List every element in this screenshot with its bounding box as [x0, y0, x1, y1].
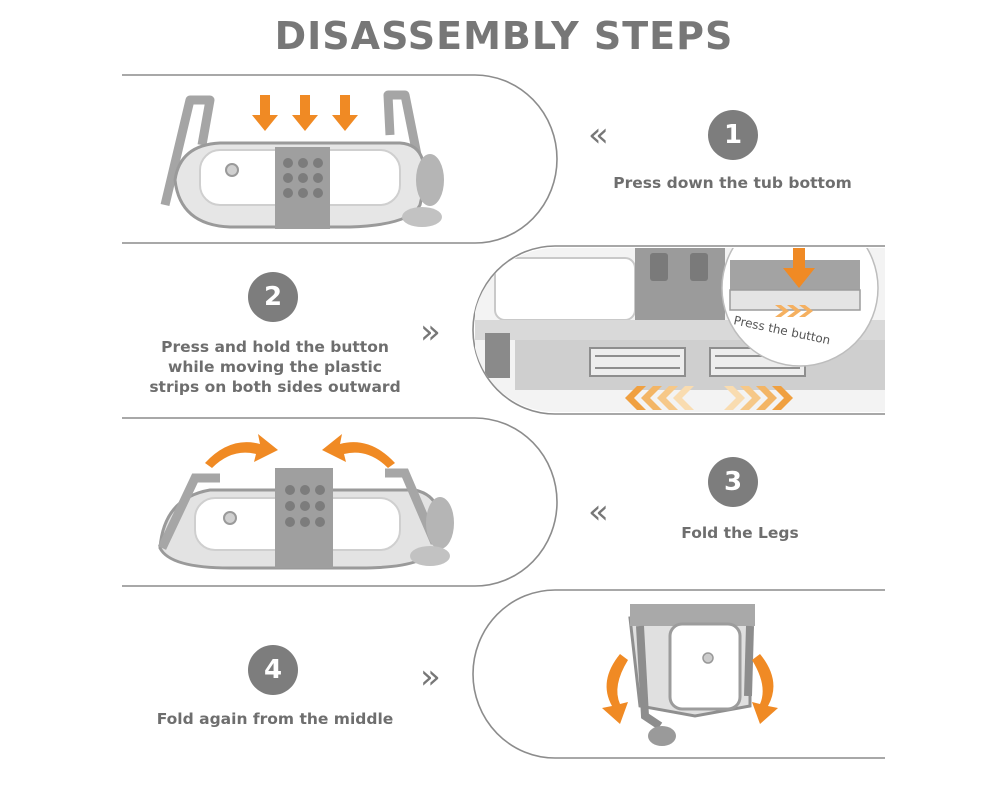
chevron-right-icon: » — [420, 312, 441, 352]
page-title: DISASSEMBLY STEPS — [274, 14, 734, 58]
curved-arrows-icon — [205, 434, 395, 468]
step-2-caption-line-1: Press and hold the button — [161, 338, 389, 356]
chevron-left-icon: « — [588, 492, 609, 532]
frame-step-2 — [472, 245, 885, 415]
press-down-arrow-icon — [783, 248, 815, 288]
chevron-right-icon: » — [420, 657, 441, 697]
step-2-badge: 2 — [248, 272, 298, 322]
step-3-badge: 3 — [708, 457, 758, 507]
fold-middle-illustration — [602, 604, 778, 746]
step-4-caption: Fold again from the middle — [156, 710, 394, 728]
step-4-badge: 4 — [248, 645, 298, 695]
step-2-caption: Press and hold the button while moving t… — [130, 337, 420, 397]
step-1-caption: Press down the tub bottom — [613, 174, 852, 192]
down-arrows-icon — [252, 95, 358, 131]
chevron-left-icon: « — [588, 115, 609, 155]
frame-step-3 — [122, 417, 558, 587]
fold-down-arrows-icon — [602, 654, 778, 724]
step-2-caption-line-2: while moving the plastic — [168, 358, 382, 376]
step-3-caption: Fold the Legs — [681, 524, 799, 542]
outward-arrows-icon — [625, 386, 793, 410]
step-2-caption-line-3: strips on both sides outward — [149, 378, 401, 396]
tub-press-illustration — [160, 90, 444, 229]
step-1-badge: 1 — [708, 110, 758, 160]
frame-step-4 — [472, 589, 885, 759]
fold-legs-illustration — [157, 434, 454, 570]
strip-release-illustration: Press the button — [475, 248, 885, 412]
frame-step-1 — [122, 74, 558, 244]
